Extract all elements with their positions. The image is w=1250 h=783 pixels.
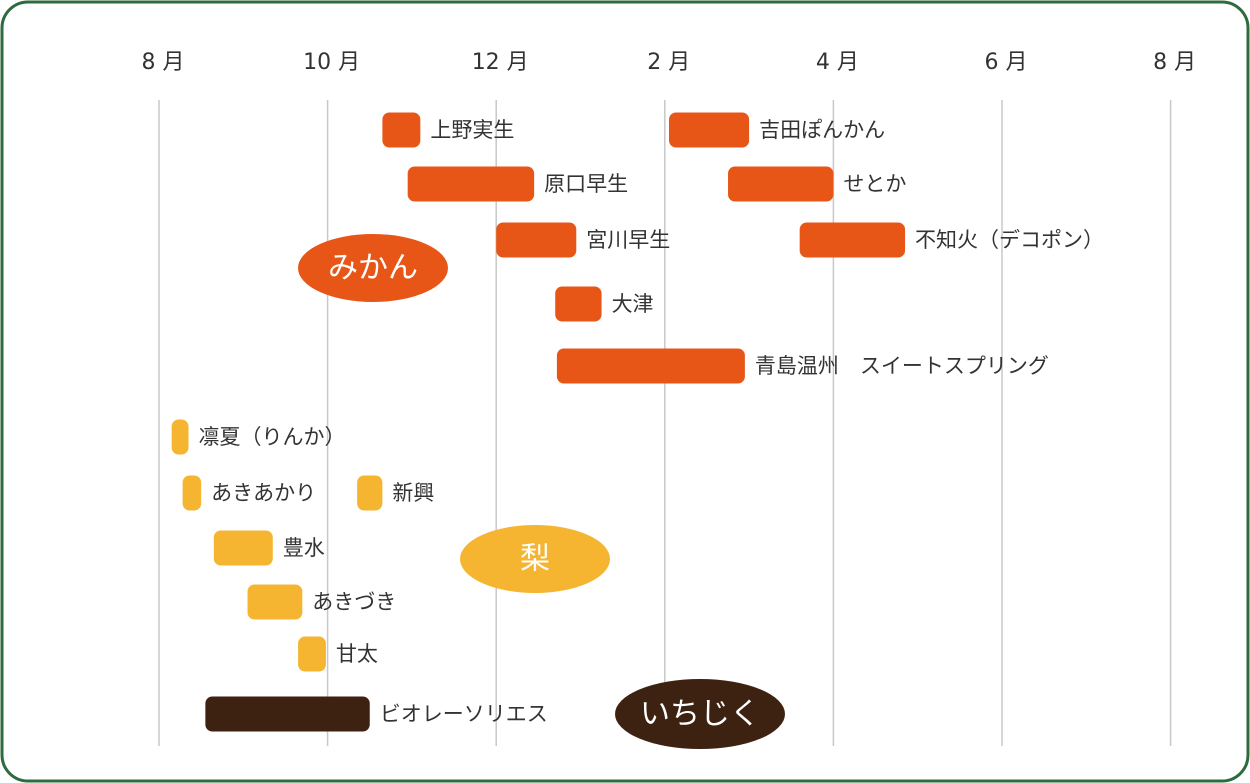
season-bar [247,584,303,620]
variety-label: 大津 [612,292,654,316]
season-bar [728,166,834,202]
variety-label: 吉田ぽんかん [759,118,885,142]
variety-label: 上野実生 [430,118,514,142]
month-tick-label: 2 月 [647,50,690,75]
season-bar [496,222,577,258]
group-badge [615,679,785,749]
month-tick-label: 4 月 [816,50,859,75]
season-bar [555,286,602,322]
season-bar [357,475,383,511]
month-axis: 8 月 10 月 12 月 2 月 4 月 6 月 8 月 [142,50,1197,75]
variety-label: 青島温州 スイートスプリング [755,354,1049,378]
season-bar [799,222,906,258]
variety-label: 不知火（デコポン） [915,228,1104,252]
group-badge-label: いちじく [640,697,760,732]
month-tick-label: 8 月 [1153,50,1196,75]
season-bar [182,475,202,511]
group-badge-label: 梨 [520,542,550,577]
season-bar [298,636,326,672]
variety-label: あきあかり [211,481,316,505]
variety-label: 宮川早生 [586,228,670,252]
season-bar [669,112,750,148]
season-bar [171,419,189,455]
variety-label: あきづき [312,590,396,614]
season-bar [382,112,421,148]
grid-lines [158,100,1172,746]
variety-label: 豊水 [283,536,325,560]
variety-label: 新興 [392,481,434,505]
group-badge-label: みかん [328,251,418,286]
month-tick-label: 10 月 [303,50,360,75]
variety-label: ビオレーソリエス [380,702,548,726]
variety-label: 原口早生 [544,172,628,196]
season-bar [407,166,535,202]
variety-label: せとか [843,172,906,196]
variety-label: 甘太 [336,642,378,666]
season-bar [213,530,273,566]
month-tick-label: 12 月 [472,50,529,75]
month-tick-label: 6 月 [985,50,1028,75]
month-tick-label: 8 月 [142,50,185,75]
variety-label: 凛夏（りんか） [199,425,346,449]
season-bar [205,696,370,732]
season-bar [556,348,745,384]
group-badge [460,525,610,593]
group-badge [298,234,448,302]
